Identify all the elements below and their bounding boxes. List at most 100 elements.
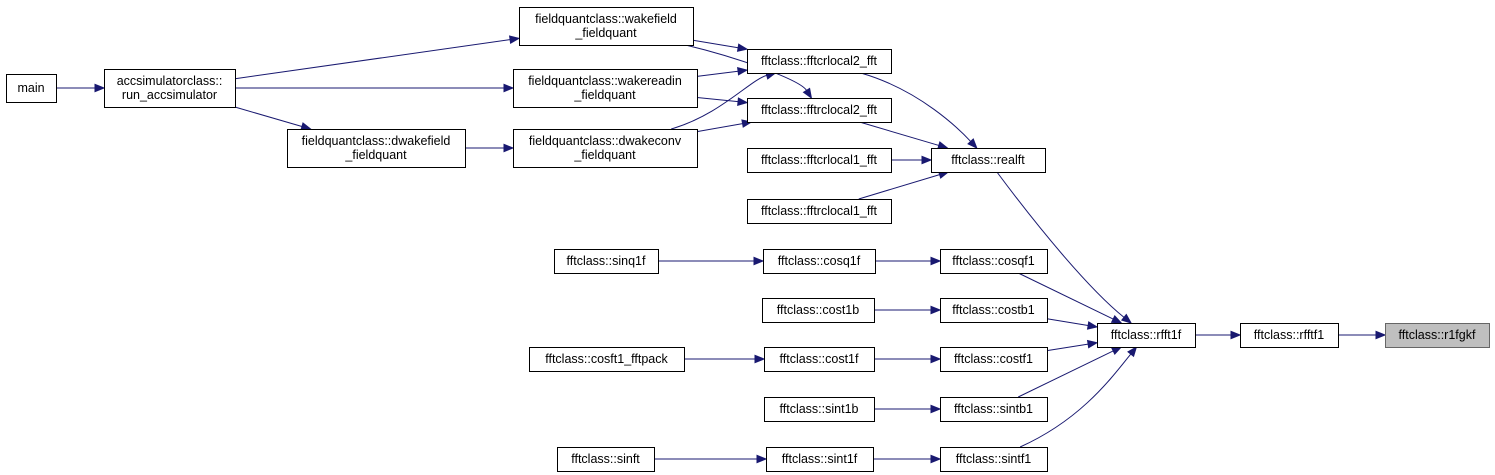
arrowhead-icon: [802, 87, 813, 100]
arrowhead-icon: [1230, 330, 1242, 340]
edge-rfft1f-to-rfftf1: [1195, 330, 1242, 340]
edge-line: [1046, 343, 1089, 352]
node-sinft[interactable]: fftclass::sinft: [557, 447, 655, 472]
edge-line: [1018, 272, 1114, 320]
node-box: [764, 397, 875, 422]
edge-sint1b-to-sintb1: [874, 404, 942, 414]
edge-line: [1019, 353, 1132, 448]
node-box: [763, 249, 876, 274]
node-label: fieldquantclass::wakefield: [535, 12, 677, 26]
node-cosft1_fftpack[interactable]: fftclass::cosft1_fftpack: [529, 347, 685, 372]
node-label: fftclass::cosft1_fftpack: [545, 352, 668, 366]
arrowhead-icon: [503, 83, 515, 93]
node-rfftf1[interactable]: fftclass::rfftf1: [1240, 323, 1339, 348]
edge-cosq1f-to-cosqf1: [875, 256, 942, 266]
edge-line: [696, 96, 739, 103]
node-cosqf1[interactable]: fftclass::cosqf1: [940, 249, 1048, 274]
edge-line: [859, 121, 939, 146]
node-wakereadin_fieldquant[interactable]: fieldquantclass::wakereadin_fieldquant: [513, 69, 698, 108]
edge-fftcrlocal2_fft-to-realft: [860, 72, 978, 149]
edge-line: [860, 72, 972, 142]
edge-wakereadin_fieldquant-to-fftcrlocal2_fft: [696, 66, 749, 77]
edge-run_accsimulator-to-wakereadin_fieldquant: [235, 83, 515, 93]
arrowhead-icon: [1127, 345, 1138, 358]
arrowhead-icon: [754, 354, 766, 364]
node-box: [931, 148, 1046, 173]
node-label: fftclass::sintb1: [954, 402, 1033, 416]
node-realft[interactable]: fftclass::realft: [931, 148, 1046, 173]
edge-line: [696, 123, 743, 133]
edge-line: [692, 39, 739, 49]
edge-dwakeconv_fieldquant-to-fftrclocal2_fft: [696, 119, 753, 133]
node-label: fftclass::sint1b: [780, 402, 859, 416]
edge-wakereadin_fieldquant-to-fftrclocal2_fft: [696, 96, 749, 106]
edge-cost1f-to-costf1: [874, 354, 942, 364]
node-box: [747, 49, 892, 74]
node-fftrclocal1_fft[interactable]: fftclass::fftrclocal1_fft: [747, 199, 892, 224]
node-box: [557, 447, 655, 472]
arrowhead-icon: [930, 454, 942, 464]
arrowhead-icon: [737, 66, 749, 76]
edge-main-to-run_accsimulator: [56, 83, 106, 93]
edge-line: [1018, 350, 1114, 398]
node-label: fftclass::r1fgkf: [1399, 328, 1476, 342]
arrowhead-icon: [937, 141, 949, 150]
node-fftrclocal2_fft[interactable]: fftclass::fftrclocal2_fft: [747, 98, 892, 123]
node-box: [1240, 323, 1339, 348]
edge-fftrclocal1_fft-to-realft: [858, 170, 950, 200]
node-sint1b[interactable]: fftclass::sint1b: [764, 397, 875, 422]
node-box: [747, 199, 892, 224]
node-rfft1f[interactable]: fftclass::rfft1f: [1097, 323, 1196, 348]
edges-layer: [56, 35, 1387, 464]
edge-costf1-to-rfft1f: [1046, 339, 1099, 352]
node-label: fieldquantclass::dwakeconv: [529, 134, 682, 148]
node-label: fftclass::realft: [951, 153, 1025, 167]
edge-line: [696, 70, 739, 77]
arrowhead-icon: [930, 305, 942, 315]
arrowhead-icon: [1086, 321, 1099, 330]
node-label: fftclass::fftrclocal1_fft: [761, 204, 878, 218]
node-sint1f[interactable]: fftclass::sint1f: [766, 447, 874, 472]
arrowhead-icon: [503, 143, 515, 153]
node-box: [940, 347, 1048, 372]
edge-sinq1f-to-cosq1f: [658, 256, 765, 266]
arrowhead-icon: [921, 155, 933, 165]
arrowhead-icon: [94, 83, 106, 93]
node-label: fftclass::cost1b: [777, 303, 859, 317]
node-dwakefield_fieldquant[interactable]: fieldquantclass::dwakefield_fieldquant: [287, 129, 466, 168]
node-cosq1f[interactable]: fftclass::cosq1f: [763, 249, 876, 274]
edge-line: [858, 174, 940, 200]
node-box: [747, 148, 892, 173]
node-wakefield_fieldquant[interactable]: fieldquantclass::wakefield_fieldquant: [519, 7, 694, 46]
node-cost1f[interactable]: fftclass::cost1f: [764, 347, 875, 372]
edge-line: [996, 171, 1125, 318]
node-box: [554, 249, 659, 274]
arrowhead-icon: [737, 97, 749, 106]
edge-realft-to-rfft1f: [996, 171, 1133, 324]
edge-fftrclocal2_fft-to-realft: [859, 121, 949, 150]
node-sintb1[interactable]: fftclass::sintb1: [940, 397, 1048, 422]
node-box: [513, 69, 698, 108]
node-box: [762, 298, 875, 323]
node-sintf1[interactable]: fftclass::sintf1: [940, 447, 1048, 472]
node-main[interactable]: main: [6, 74, 57, 103]
node-label: fftclass::rfftf1: [1254, 328, 1324, 342]
node-label: fftclass::sinq1f: [567, 254, 647, 268]
node-dwakeconv_fieldquant[interactable]: fieldquantclass::dwakeconv_fieldquant: [513, 129, 698, 168]
node-label: _fieldquant: [573, 148, 636, 162]
node-costf1[interactable]: fftclass::costf1: [940, 347, 1048, 372]
node-cost1b[interactable]: fftclass::cost1b: [762, 298, 875, 323]
edge-sinft-to-sint1f: [654, 454, 768, 464]
node-run_accsimulator[interactable]: accsimulatorclass::run_accsimulator: [104, 69, 236, 108]
node-sinq1f[interactable]: fftclass::sinq1f: [554, 249, 659, 274]
node-label: _fieldquant: [574, 26, 637, 40]
edge-line: [234, 106, 303, 127]
node-fftcrlocal1_fft[interactable]: fftclass::fftcrlocal1_fft: [747, 148, 892, 173]
node-costb1[interactable]: fftclass::costb1: [940, 298, 1048, 323]
node-fftcrlocal2_fft[interactable]: fftclass::fftcrlocal2_fft: [747, 49, 892, 74]
node-label: main: [17, 81, 44, 95]
node-label: _fieldquant: [344, 148, 407, 162]
node-box: [747, 98, 892, 123]
node-label: fftclass::costf1: [954, 352, 1033, 366]
